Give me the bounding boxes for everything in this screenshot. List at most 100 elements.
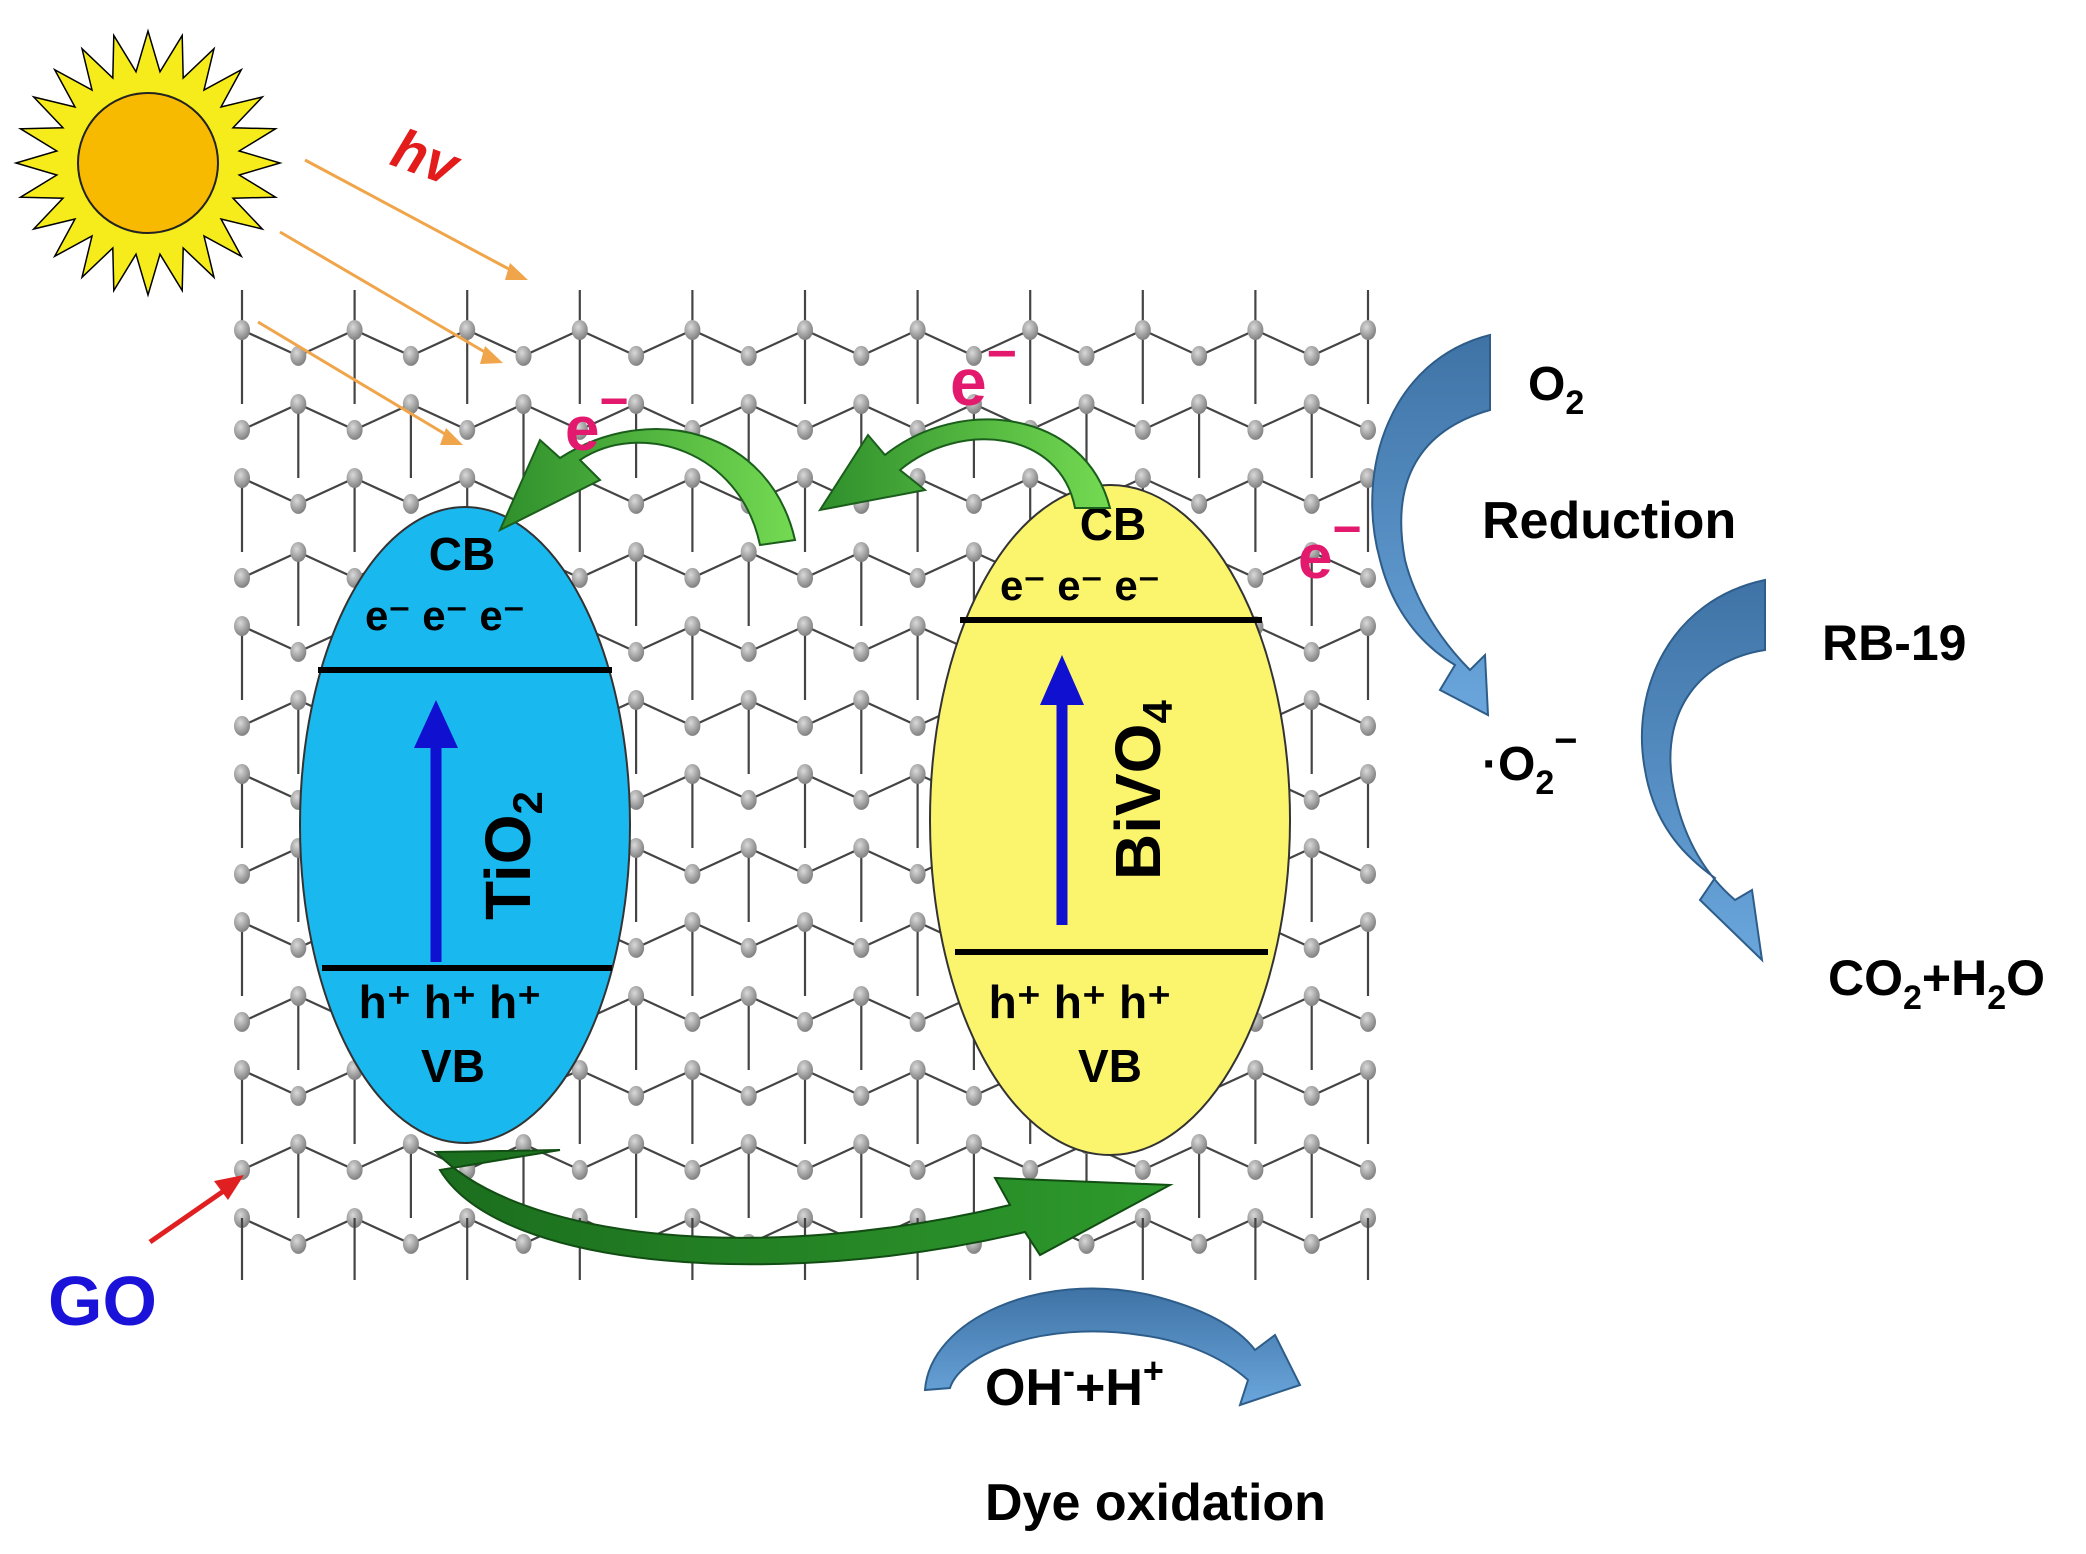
graphene-atom	[684, 863, 701, 884]
graphene-bond	[691, 477, 750, 505]
graphene-bond	[241, 921, 299, 949]
graphene-atom	[853, 789, 870, 810]
graphene-bond	[1254, 995, 1313, 1023]
graphene-atom	[740, 838, 757, 858]
graphene-atom	[853, 345, 870, 366]
graphene-bond	[748, 995, 806, 1023]
graphene-atom	[515, 394, 532, 414]
graphene-atom	[740, 937, 757, 958]
graphene-bond	[804, 995, 862, 1023]
graphene-bond	[1198, 1217, 1256, 1245]
graphene-atom	[853, 1134, 870, 1154]
go-pointer-arrowhead	[214, 1175, 244, 1200]
tio2-cb-label: CB	[429, 528, 495, 580]
graphene-atom	[1303, 394, 1320, 414]
graphene-atom	[234, 419, 250, 440]
graphene-atom	[1360, 567, 1376, 588]
graphene-bond	[1254, 625, 1313, 653]
graphene-atom	[234, 1060, 250, 1080]
graphene-bond	[691, 1143, 750, 1171]
graphene-atom	[1191, 345, 1208, 366]
graphene-bond	[917, 1143, 975, 1171]
graphene-bond	[635, 329, 693, 357]
graphene-bond	[1254, 329, 1313, 357]
graphene-atom	[234, 1159, 250, 1180]
tio2-electrons: e⁻ e⁻ e⁻	[365, 592, 525, 639]
graphene-bond	[748, 921, 806, 949]
graphene-atom	[684, 1060, 701, 1080]
graphene-atom	[1360, 419, 1376, 440]
graphene-atom	[797, 1060, 813, 1080]
graphene-atom	[1078, 1233, 1095, 1254]
graphene-bond	[635, 625, 693, 653]
graphene-atom	[1360, 912, 1376, 932]
graphene-bond	[748, 773, 806, 801]
mineralization-products: CO2+H2O	[1828, 950, 2045, 1017]
graphene-atom	[628, 641, 645, 662]
graphene-bond	[579, 551, 637, 579]
graphene-atom	[234, 1011, 250, 1032]
graphene-atom	[628, 1134, 645, 1154]
graphene-bond	[917, 1069, 975, 1097]
graphene-bond	[691, 847, 750, 875]
graphene-atom	[346, 468, 363, 488]
graphene-bond	[1254, 1143, 1313, 1171]
graphene-bond	[1198, 403, 1256, 431]
electron-label-bivo4: e−	[950, 325, 1017, 419]
dye-oxidation-label: Dye oxidation	[985, 1474, 1326, 1532]
graphene-atom	[628, 986, 645, 1006]
graphene-atom	[797, 912, 813, 932]
graphene-bond	[1311, 1143, 1369, 1171]
graphene-atom	[853, 1085, 870, 1106]
graphene-bond	[1029, 403, 1087, 431]
graphene-atom	[1303, 641, 1320, 662]
graphene-atom	[684, 1011, 701, 1032]
go-pointer-arrow	[148, 1185, 230, 1245]
graphene-atom	[234, 616, 250, 636]
graphene-atom	[853, 641, 870, 662]
graphene-atom	[684, 1159, 701, 1180]
graphene-atom	[965, 493, 982, 514]
graphene-bond	[579, 329, 637, 357]
graphene-atom	[1360, 1011, 1376, 1032]
graphene-bond	[1311, 699, 1369, 727]
graphene-bond	[579, 1143, 637, 1171]
graphene-bond	[691, 403, 750, 431]
degradation-curved-arrow	[1640, 578, 1766, 963]
graphene-atom	[1360, 1060, 1376, 1080]
graphene-atom	[628, 789, 645, 810]
hole-transfer-arrow	[433, 1149, 1174, 1266]
graphene-bond	[917, 403, 975, 431]
graphene-atom	[1191, 394, 1208, 414]
graphene-bond	[1311, 773, 1369, 801]
graphene-bond	[1311, 551, 1369, 579]
graphene-atom	[965, 345, 982, 366]
graphene-bond	[1198, 477, 1256, 505]
superoxide-product: ·O2−	[1482, 719, 1578, 802]
graphene-bond	[1029, 329, 1087, 357]
graphene-atom	[1247, 468, 1264, 488]
graphene-atom	[740, 394, 757, 414]
graphene-bond	[1311, 995, 1369, 1023]
graphene-atom	[1022, 320, 1039, 340]
graphene-atom	[853, 394, 870, 414]
bivo4-holes: h⁺ h⁺ h⁺	[989, 976, 1172, 1028]
graphene-bond	[297, 1217, 356, 1245]
graphene-atom	[515, 345, 532, 366]
graphene-bond	[410, 403, 468, 431]
graphene-atom	[1303, 690, 1320, 710]
graphene-atom	[1022, 468, 1039, 488]
graphene-bond	[860, 847, 919, 875]
graphene-bond	[523, 329, 581, 357]
graphene-bond	[804, 403, 862, 431]
graphene-atom	[515, 1134, 532, 1154]
graphene-atom	[234, 863, 250, 884]
graphene-atom	[346, 1159, 363, 1180]
graphene-bond	[1311, 625, 1369, 653]
graphene-atom	[797, 419, 813, 440]
graphene-atom	[459, 320, 476, 340]
graphene-atom	[628, 937, 645, 958]
oxidation-curved-arrow	[923, 1287, 1302, 1407]
graphene-bond	[635, 1143, 693, 1171]
graphene-bond	[860, 625, 919, 653]
